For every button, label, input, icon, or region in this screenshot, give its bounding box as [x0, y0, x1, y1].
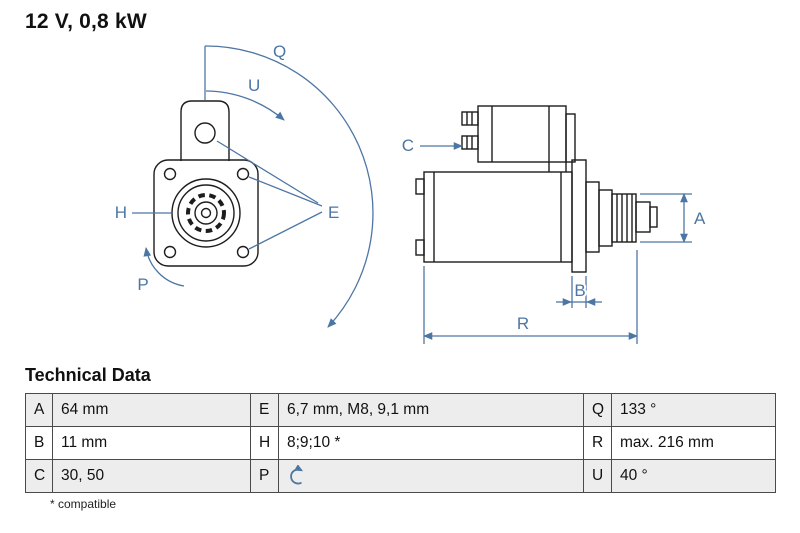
param-value-h: 8;9;10 * — [278, 426, 584, 460]
table-row: A 64 mm E 6,7 mm, M8, 9,1 mm Q 133 ° — [25, 393, 776, 427]
bearing-bore-outer — [171, 178, 241, 248]
solenoid-bracket — [565, 113, 576, 163]
dim-arc-u — [205, 90, 285, 121]
dim-label-b: B — [574, 281, 585, 300]
param-value-u: 40 ° — [611, 459, 776, 493]
dim-label-q: Q — [273, 42, 286, 61]
terminal-thread — [466, 136, 473, 149]
param-value-q: 133 ° — [611, 393, 776, 427]
param-letter-q: Q — [583, 393, 612, 427]
leader-line-e2 — [248, 211, 323, 250]
param-value-r: max. 216 mm — [611, 426, 776, 460]
mounting-ear — [180, 100, 230, 161]
param-value-b: 11 mm — [52, 426, 251, 460]
dim-label-c: C — [402, 136, 414, 155]
dim-label-e: E — [328, 203, 339, 222]
shaft-hub — [194, 201, 218, 225]
drive-collar — [585, 181, 600, 253]
param-letter-c: C — [25, 459, 53, 493]
param-letter-e: E — [250, 393, 279, 427]
param-letter-b: B — [25, 426, 53, 460]
drive-shaft — [635, 201, 651, 233]
solenoid-terminal — [461, 111, 479, 126]
body-tab — [415, 178, 425, 195]
motor-body — [423, 171, 573, 263]
param-letter-a: A — [25, 393, 53, 427]
solenoid — [477, 105, 567, 163]
bolt-hole — [236, 167, 250, 181]
solenoid-terminal — [461, 135, 479, 150]
body-tab — [415, 239, 425, 256]
leader-line-e3 — [216, 140, 319, 204]
param-value-a: 64 mm — [52, 393, 251, 427]
table-row: C 30, 50 P U 40 ° — [25, 459, 776, 493]
dim-label-u: U — [248, 76, 260, 95]
drive-flange-plate — [571, 159, 587, 273]
param-letter-r: R — [583, 426, 612, 460]
rotation-arc-p — [143, 247, 185, 287]
starter-front-view: Q U E H P — [115, 42, 374, 328]
starter-side-view: C A B R — [402, 105, 706, 344]
shaft-center-hole — [200, 207, 212, 219]
param-value-p — [278, 459, 584, 493]
shaft-tip — [649, 206, 658, 228]
bolt-hole — [163, 245, 177, 259]
bolt-hole — [236, 245, 250, 259]
param-letter-h: H — [250, 426, 279, 460]
dim-label-r: R — [517, 314, 529, 333]
dim-label-p: P — [137, 275, 148, 294]
table-row: B 11 mm H 8;9;10 * R max. 216 mm — [25, 426, 776, 460]
drive-step — [598, 189, 613, 247]
dim-label-a: A — [694, 209, 706, 228]
pinion-teeth — [616, 194, 633, 242]
solenoid-connector — [548, 162, 567, 172]
terminal-thread — [466, 112, 473, 125]
param-letter-p: P — [250, 459, 279, 493]
compatibility-footnote: * compatible — [50, 497, 117, 511]
bearing-bore-inner — [177, 184, 235, 242]
page-title: 12 V, 0,8 kW — [25, 10, 147, 33]
technical-data-table: A 64 mm E 6,7 mm, M8, 9,1 mm Q 133 ° B 1… — [25, 393, 776, 493]
technical-data-heading: Technical Data — [25, 365, 151, 385]
spline-shaft — [186, 193, 226, 233]
param-letter-u: U — [583, 459, 612, 493]
bolt-hole — [163, 167, 177, 181]
dim-label-h: H — [115, 203, 127, 222]
clockwise-rotation-icon — [290, 465, 304, 485]
param-value-e: 6,7 mm, M8, 9,1 mm — [278, 393, 584, 427]
param-value-c: 30, 50 — [52, 459, 251, 493]
starter-motor-technical-drawing: Q U E H P — [115, 42, 706, 344]
ear-hole — [194, 122, 216, 144]
leader-line-e1 — [248, 176, 323, 207]
dim-arc-q — [204, 45, 374, 328]
